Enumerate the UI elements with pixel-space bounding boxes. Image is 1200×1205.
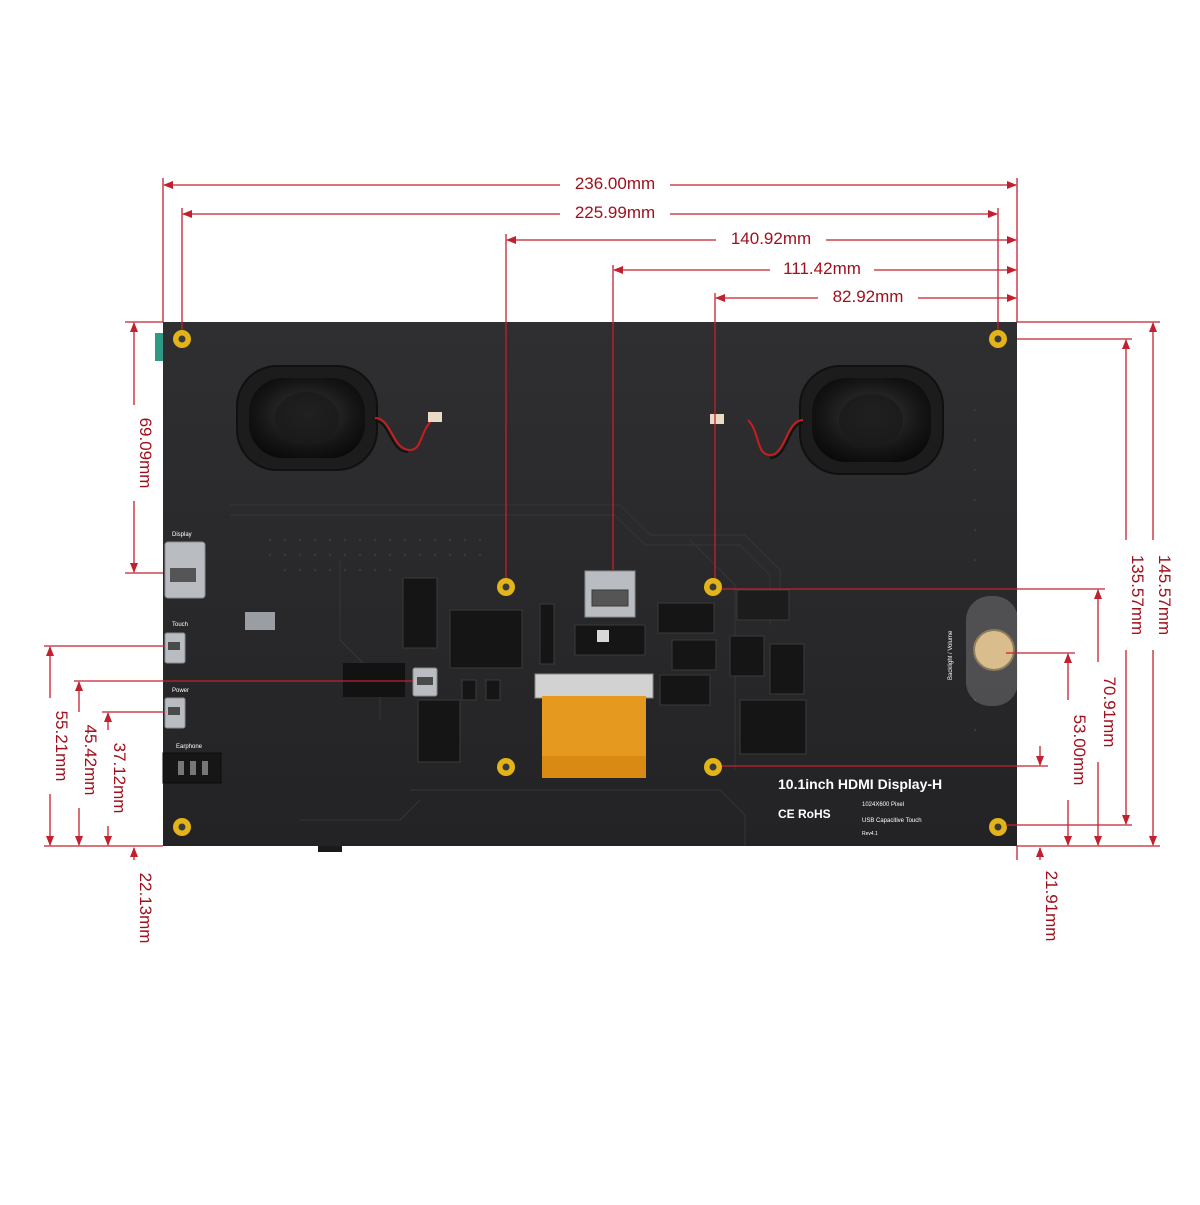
resolution-text: 1024X600 Pixel (862, 802, 904, 808)
components (402, 570, 807, 763)
ffc-connector (534, 673, 654, 699)
touch-type-text: USB Capacitive Touch (862, 818, 922, 824)
dim-width-total: 236.00mm (575, 174, 655, 193)
dim-height-total: 145.57mm (1155, 555, 1174, 635)
side-switch (245, 612, 275, 630)
main-controller-chip (449, 609, 523, 669)
port-label-display: Display (172, 532, 192, 538)
product-title: 10.1inch HDMI Display-H (778, 776, 942, 792)
dim-width-holes: 225.99mm (575, 203, 655, 222)
bottom-tab (318, 846, 342, 852)
pcb-board: Display Touch Power Earphone (155, 322, 1018, 852)
dim-left-hdmi-from-top: 69.09mm (136, 418, 155, 489)
port-label-earphone: Earphone (176, 744, 203, 750)
dim-earphone-from-bottom: 22.13mm (136, 873, 155, 944)
port-label-power: Power (172, 688, 189, 694)
dim-power-from-bottom: 37.12mm (110, 743, 129, 814)
via-grid (268, 408, 977, 732)
header-connector (736, 589, 790, 621)
mount-holes (173, 330, 1007, 836)
dim-touch-from-bottom: 55.21mm (52, 711, 71, 782)
dim-bottom-right-offset: 21.91mm (1042, 871, 1061, 942)
dim-hole-to-right: 140.92mm (731, 229, 811, 248)
dim-hdmi-to-right: 111.42mm (783, 259, 861, 278)
product-silkscreen: 10.1inch HDMI Display-H CE RoHS 1024X600… (778, 776, 942, 837)
port-label-touch: Touch (172, 622, 188, 628)
dim-usb-from-bottom: 45.42mm (81, 725, 100, 796)
speaker-right (710, 365, 944, 475)
cert-marks: CE RoHS (778, 807, 831, 821)
speaker-connector-right (710, 414, 724, 424)
speaker-left (236, 365, 442, 471)
dimension-annotations: 236.00mm 225.99mm 140.92mm 111.42mm 82.9… (40, 172, 1174, 943)
dim-hole-right-vertical: 70.91mm (1100, 677, 1119, 748)
chip-left-stack (402, 577, 438, 649)
cutout-slot (343, 663, 405, 697)
knob-label: Backlight / Volume (948, 630, 954, 680)
dim-height-holes: 135.57mm (1128, 555, 1147, 635)
revision-text: Rev4.1 (862, 831, 878, 837)
dim-knob-from-bottom: 53.00mm (1070, 715, 1089, 786)
left-ports: Display Touch Power Earphone (162, 532, 438, 784)
backlight-volume-knob: Backlight / Volume (948, 596, 1018, 706)
edge-connector (155, 333, 163, 361)
ffc-ribbon (534, 673, 654, 778)
dim-hole2-to-right: 82.92mm (833, 287, 904, 306)
knob-wheel (973, 629, 1015, 671)
speaker-connector-left (428, 412, 442, 422)
trace-pattern (230, 504, 781, 846)
